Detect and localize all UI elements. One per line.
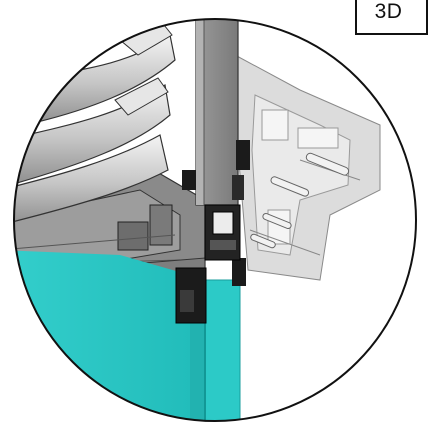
rod-pins xyxy=(250,152,350,249)
interior-frame-profile xyxy=(234,54,381,281)
louvre-blades xyxy=(14,19,176,226)
view-mode-label: 3D xyxy=(374,0,403,23)
vertical-mullion xyxy=(195,19,239,206)
view-mode-badge: 3D xyxy=(355,0,428,35)
magnifier-lens-outline xyxy=(13,18,417,422)
gaskets xyxy=(175,140,250,324)
